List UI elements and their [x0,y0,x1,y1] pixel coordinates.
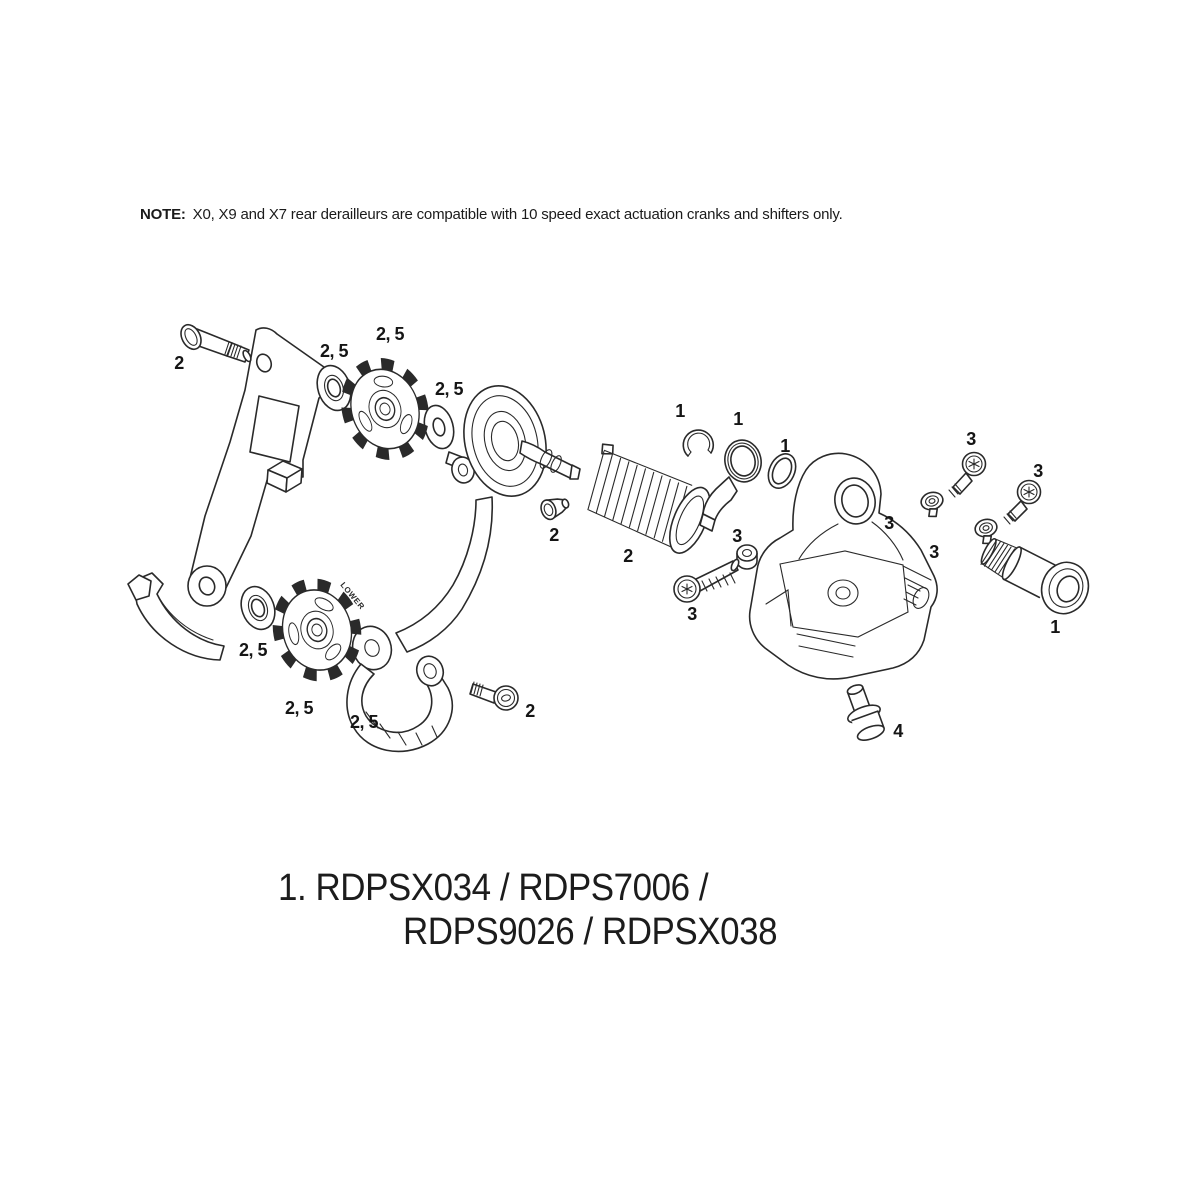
callout-b-bolt: 1 [1050,617,1060,637]
callout-cage-pivot-bolt: 2 [174,353,184,373]
cage-stop [699,439,762,532]
callout-upper-washer-inner: 2, 5 [320,341,349,361]
note-text: X0, X9 and X7 rear derailleurs are compa… [192,206,843,223]
limit-screw-upper-washer [920,491,944,518]
lower-cage-bolt [469,681,519,711]
callout-cage-spring: 2 [623,546,633,566]
cage-bumper [127,572,225,661]
callout-upper-pulley: 2, 5 [376,324,405,344]
inner-cage-plate [187,327,337,607]
note-label: NOTE: [140,206,186,223]
limit-screw-upper [948,451,987,498]
outer-cage-plate [346,385,581,753]
cable-anchor-bolt [846,684,885,741]
callout-lower-pulley: 2, 5 [285,698,314,718]
lower-pulley-washer-inner [240,585,276,631]
callout-snap-ring: 1 [675,401,685,421]
callout-cable-anchor-bolt: 4 [893,721,903,741]
callout-lower-cage-bolt: 2 [525,701,535,721]
callout-lower-washer-outer: 2, 5 [350,712,379,732]
callout-set-screw: 2 [549,525,559,545]
cage-pivot-bolt [180,323,252,363]
callout-lower-washer-inner: 2, 5 [239,640,268,660]
b-bolt [980,537,1090,615]
callout-limit-screw-long: 3 [687,604,697,624]
snap-ring [682,429,715,457]
limit-screw-long [673,558,740,603]
callout-upper-washer-outer: 2, 5 [435,379,464,399]
limit-screw-lower [1003,479,1042,525]
pulley-stud [519,440,581,480]
compatibility-note: NOTE: X0, X9 and X7 rear derailleurs are … [140,206,843,223]
limit-screw-nut [736,544,758,570]
callout-limit-screw-nut: 3 [732,526,742,546]
caption-line-1: 1. RDPSX034 / RDPS7006 / [278,867,709,909]
derailleur-body [748,452,938,680]
upper-pulley-washer-outer [423,404,455,450]
callout-o-ring: 1 [780,436,790,456]
callout-body-screw-front: 3 [884,513,894,533]
cage-spring [587,443,711,554]
upper-pulley [341,358,429,460]
caption-line-2: RDPS9026 / RDPSX038 [403,911,778,953]
cage-stop-block [266,460,303,493]
callout-cage-stop: 1 [733,409,743,429]
pulley-stud-set-screw [540,498,570,521]
callout-limit-screw-lower: 3 [1033,461,1043,481]
lower-pulley [272,578,362,682]
limit-screw-lower-washer [974,518,998,545]
callout-limit-screw-upper: 3 [966,429,976,449]
o-ring [767,453,797,489]
callout-body-screw-side: 3 [929,542,939,562]
